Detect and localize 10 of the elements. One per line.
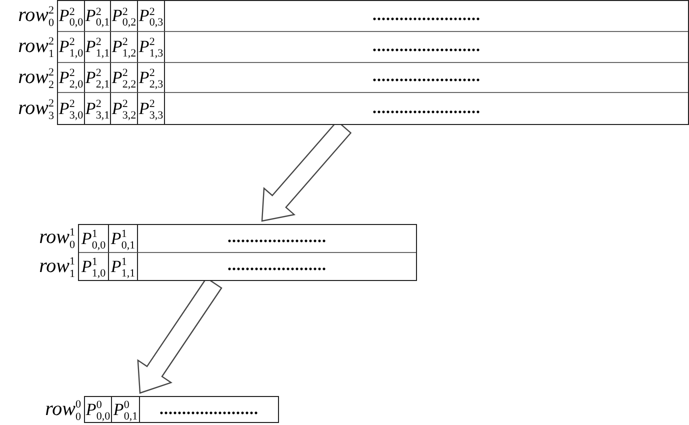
- ellipsis-cell: ........................: [165, 62, 688, 94]
- table-frame: [78, 224, 417, 281]
- table-frame: [57, 0, 689, 125]
- ellipsis-cell: ........................: [165, 93, 688, 124]
- ellipsis-cell: ........................: [165, 32, 688, 62]
- table-frame: [84, 396, 279, 423]
- ellipsis-cell: ......................: [138, 252, 416, 280]
- ellipsis-cell: ........................: [165, 1, 688, 32]
- ellipsis-cell: ......................: [138, 225, 416, 252]
- ellipsis-cell: ......................: [140, 397, 278, 422]
